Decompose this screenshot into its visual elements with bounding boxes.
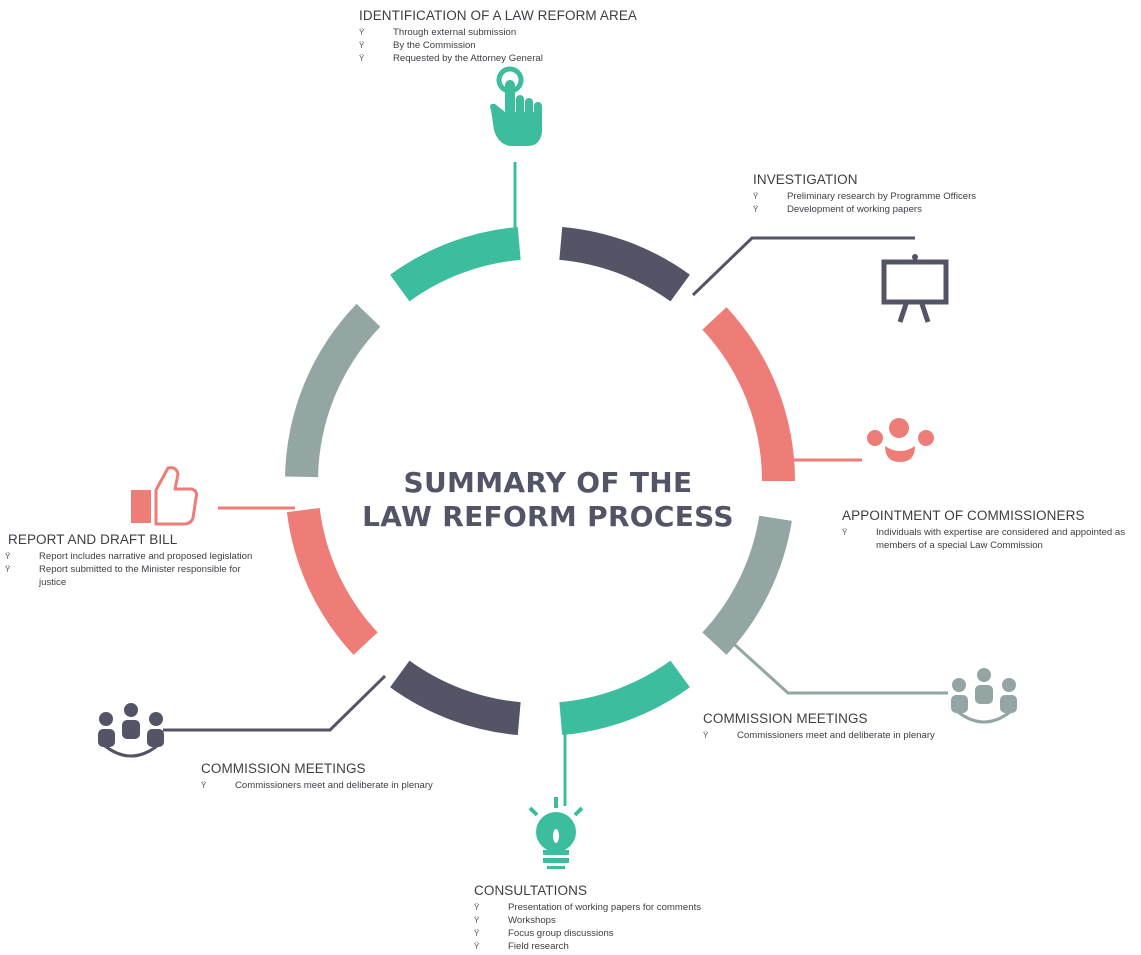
stage-heading: REPORT AND DRAFT BILL	[8, 532, 178, 547]
ring-segment-meetings-right	[702, 515, 792, 655]
bullet-glyph: Ÿ	[359, 54, 365, 63]
ring-segment-appointment	[702, 307, 795, 481]
bullet-glyph: Ÿ	[474, 942, 480, 951]
thumbs-up-icon	[131, 466, 198, 526]
lightbulb-icon	[528, 797, 584, 869]
stage-heading: INVESTIGATION	[753, 172, 858, 187]
presentation-board-icon	[881, 254, 949, 323]
bullet-glyph: Ÿ	[703, 731, 709, 740]
connector-meetings-left	[163, 674, 387, 732]
title-line-2: LAW REFORM PROCESS	[362, 500, 734, 533]
ring-segment-meetings-left	[390, 660, 521, 736]
stage-heading: APPOINTMENT OF COMMISSIONERS	[842, 508, 1085, 523]
bullet-glyph: Ÿ	[5, 565, 11, 574]
people-group-icon	[867, 418, 934, 462]
bullet-glyph: Ÿ	[474, 929, 480, 938]
bullet-glyph: Ÿ	[201, 781, 207, 790]
ring-segment-report	[286, 508, 378, 655]
connector-investigation	[691, 236, 915, 297]
bullet-glyph: Ÿ	[842, 528, 848, 537]
bullet-glyph: Ÿ	[359, 41, 365, 50]
bullet-glyph: Ÿ	[474, 916, 480, 925]
ring-segment-investigation	[559, 226, 690, 302]
process-ring	[285, 226, 795, 736]
bullet-glyph: Ÿ	[753, 205, 759, 214]
stage-heading: IDENTIFICATION OF A LAW REFORM AREA	[359, 8, 638, 23]
connector-meetings-right	[733, 643, 948, 695]
bullet-glyph: Ÿ	[474, 903, 480, 912]
ring-segment-consultations	[559, 660, 690, 736]
stage-heading: CONSULTATIONS	[474, 883, 588, 898]
bullet-glyph: Ÿ	[359, 28, 365, 37]
title-line-1: SUMMARY OF THE	[403, 466, 693, 499]
meeting-group-icon-right	[951, 668, 1017, 724]
connector-lines	[163, 162, 948, 806]
diagram-title: SUMMARY OF THE LAW REFORM PROCESS	[348, 466, 748, 534]
bullet-glyph: Ÿ	[5, 552, 11, 561]
bullet-glyph: Ÿ	[753, 192, 759, 201]
stage-heading: COMMISSION MEETINGS	[703, 711, 868, 726]
pointing-hand-icon	[490, 66, 542, 146]
ring-segment-identification	[390, 226, 521, 302]
ring-segment-upper-left	[285, 303, 381, 478]
stage-heading: COMMISSION MEETINGS	[201, 761, 366, 776]
meeting-group-icon-left	[98, 703, 164, 758]
